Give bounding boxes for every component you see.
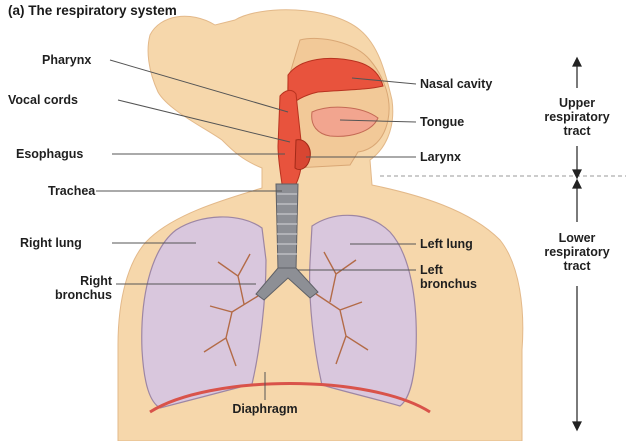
upper-tract-line3: tract: [537, 124, 617, 138]
label-left-bronchus-line1: Left: [420, 263, 477, 277]
label-tongue: Tongue: [420, 115, 464, 129]
label-right-bronchus: Right bronchus: [52, 274, 112, 302]
label-left-lung: Left lung: [420, 237, 473, 251]
label-trachea: Trachea: [48, 184, 95, 198]
label-pharynx: Pharynx: [42, 53, 91, 67]
label-lower-tract: Lower respiratory tract: [537, 231, 617, 273]
label-left-bronchus: Left bronchus: [420, 263, 477, 291]
label-upper-tract: Upper respiratory tract: [537, 96, 617, 138]
label-diaphragm: Diaphragm: [222, 402, 308, 416]
label-larynx: Larynx: [420, 150, 461, 164]
label-nasal-cavity: Nasal cavity: [420, 77, 492, 91]
lower-tract-line3: tract: [537, 259, 617, 273]
lower-tract-arrow: [573, 180, 581, 430]
lower-tract-line1: Lower: [537, 231, 617, 245]
label-right-bronchus-line1: Right: [52, 274, 112, 288]
upper-tract-line1: Upper: [537, 96, 617, 110]
lower-tract-line2: respiratory: [537, 245, 617, 259]
label-right-lung: Right lung: [20, 236, 82, 250]
label-right-bronchus-line2: bronchus: [52, 288, 112, 302]
upper-tract-line2: respiratory: [537, 110, 617, 124]
label-esophagus: Esophagus: [16, 147, 83, 161]
figure-title: (a) The respiratory system: [8, 3, 177, 18]
label-vocal-cords: Vocal cords: [8, 93, 78, 107]
trachea-shape: [276, 184, 298, 270]
label-left-bronchus-line2: bronchus: [420, 277, 477, 291]
